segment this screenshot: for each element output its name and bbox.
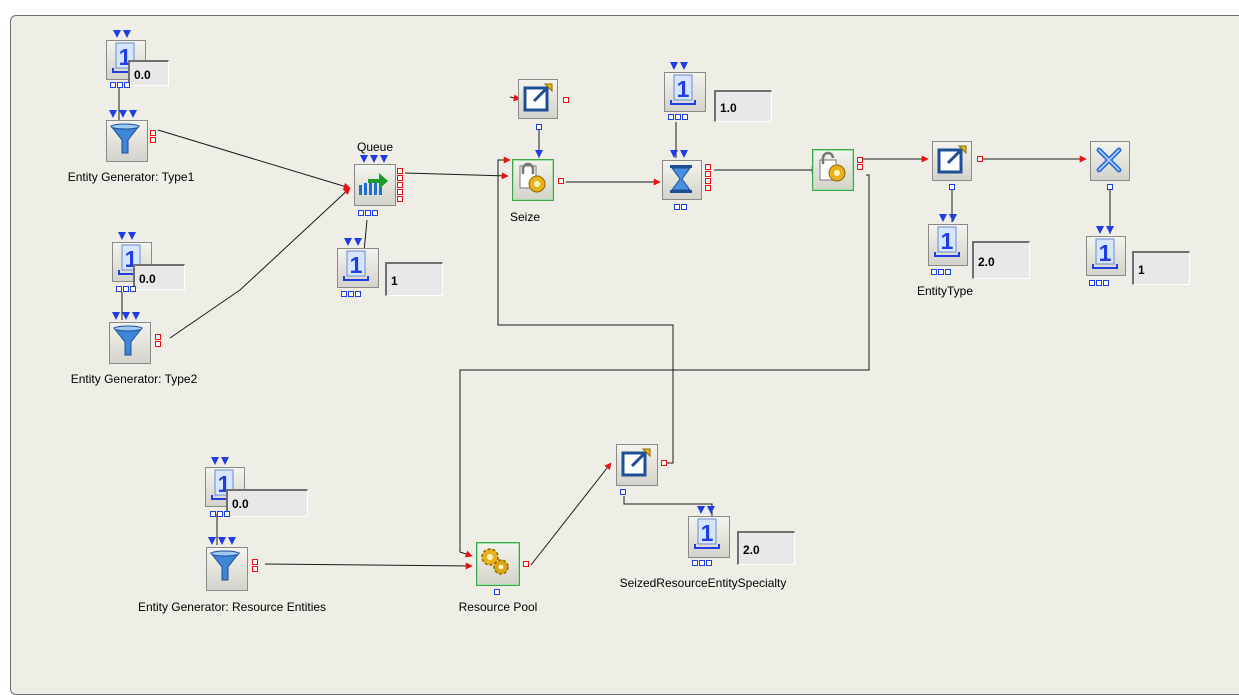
counter-block[interactable]: 1 xyxy=(664,72,706,112)
signal-output-ports xyxy=(358,210,378,216)
counter-display: 0.0 xyxy=(128,60,169,86)
seize-lock-icon xyxy=(519,162,546,193)
counter-icon: 1 xyxy=(1092,238,1118,269)
terminator-icon xyxy=(1096,147,1122,173)
signal-output-ports xyxy=(210,511,230,517)
block-label: Queue xyxy=(356,140,394,154)
counter-block[interactable]: 1 xyxy=(928,224,968,266)
counter-display: 1 xyxy=(1132,251,1190,285)
release-lock-icon xyxy=(819,151,846,182)
signal-output-ports xyxy=(116,286,136,292)
queue-block[interactable] xyxy=(354,164,396,206)
block-label: Resource Pool xyxy=(458,600,538,614)
set-attribute-icon xyxy=(523,83,553,112)
seize-block[interactable] xyxy=(512,159,554,201)
signal-output-ports xyxy=(341,291,361,297)
signal-output-port xyxy=(536,124,542,130)
server-block[interactable] xyxy=(662,160,702,200)
counter-icon: 1 xyxy=(694,518,720,549)
entity-generator-block[interactable] xyxy=(106,120,148,162)
signal-output-ports xyxy=(674,204,687,210)
signal-input-ports xyxy=(670,62,688,70)
signal-output-port xyxy=(949,184,955,190)
entity-output-port xyxy=(563,97,569,103)
counter-digit: 1 xyxy=(350,252,363,278)
signal-input-ports xyxy=(344,238,362,246)
set-attribute-icon xyxy=(937,145,967,174)
entity-output-ports xyxy=(155,334,161,347)
signal-input-ports xyxy=(670,150,688,158)
set-attribute-icon xyxy=(621,448,651,477)
resource-pool-block[interactable] xyxy=(476,542,520,586)
signal-input-ports xyxy=(113,30,131,38)
hourglass-icon xyxy=(670,165,692,193)
release-block[interactable] xyxy=(812,149,854,191)
counter-display: 2.0 xyxy=(972,241,1030,279)
signal-input-ports xyxy=(112,312,140,320)
funnel-icon xyxy=(112,325,144,356)
signal-output-ports xyxy=(668,114,688,120)
signal-output-port xyxy=(1107,184,1113,190)
entity-generator-block[interactable] xyxy=(109,322,151,364)
queue-icon xyxy=(359,173,388,195)
model-canvas[interactable] xyxy=(10,15,1239,695)
entity-output-ports xyxy=(705,164,711,191)
entity-output-port xyxy=(661,460,667,466)
entity-output-ports xyxy=(150,130,156,143)
block-label: Seize xyxy=(509,210,541,224)
signal-input-ports xyxy=(211,457,229,465)
signal-output-port xyxy=(494,589,500,595)
counter-digit: 1 xyxy=(701,520,714,546)
entity-output-ports xyxy=(857,157,863,170)
set-attribute-block[interactable] xyxy=(932,141,972,181)
block-label: SeizedResourceEntitySpecialty xyxy=(619,576,787,590)
counter-icon: 1 xyxy=(343,250,369,281)
signal-input-ports xyxy=(1096,226,1114,234)
block-label: EntityType xyxy=(916,284,974,298)
block-label: Entity Generator: Type1 xyxy=(67,170,195,184)
block-label: Entity Generator: Type2 xyxy=(70,372,198,386)
counter-block[interactable]: 1 xyxy=(688,516,730,558)
signal-input-ports xyxy=(535,150,543,158)
counter-icon: 1 xyxy=(934,226,960,257)
entity-output-port xyxy=(558,178,564,184)
signal-output-ports xyxy=(931,269,951,275)
signal-input-ports xyxy=(208,537,236,545)
entity-output-port xyxy=(523,561,529,567)
counter-display: 0.0 xyxy=(133,264,185,290)
set-attribute-block[interactable] xyxy=(518,79,558,119)
signal-output-ports xyxy=(110,82,130,88)
counter-block[interactable]: 1 xyxy=(1086,236,1126,276)
entity-output-ports xyxy=(252,559,258,572)
counter-display: 1.0 xyxy=(714,90,772,122)
signal-output-ports xyxy=(692,560,712,566)
counter-digit: 1 xyxy=(677,76,690,102)
block-label: Entity Generator: Resource Entities xyxy=(137,600,327,614)
counter-icon: 1 xyxy=(670,74,696,105)
signal-input-ports xyxy=(939,214,957,222)
entity-generator-block[interactable] xyxy=(206,547,248,591)
signal-input-ports xyxy=(109,110,137,118)
counter-display: 0.0 xyxy=(226,489,308,517)
counter-display: 2.0 xyxy=(737,531,795,565)
gears-icon xyxy=(481,548,509,575)
signal-output-port xyxy=(620,489,626,495)
counter-digit: 1 xyxy=(941,228,954,254)
signal-output-ports xyxy=(1089,280,1109,286)
signal-input-ports xyxy=(360,155,388,163)
signal-input-ports xyxy=(697,506,715,514)
entity-output-port xyxy=(977,156,983,162)
entity-sink-block[interactable] xyxy=(1090,141,1130,181)
funnel-icon xyxy=(109,123,141,154)
signal-input-ports xyxy=(118,232,136,240)
counter-digit: 1 xyxy=(1099,240,1112,266)
set-attribute-block[interactable] xyxy=(616,444,658,486)
funnel-icon xyxy=(209,550,241,581)
counter-display: 1 xyxy=(385,262,443,296)
entity-output-ports xyxy=(397,168,403,202)
counter-block[interactable]: 1 xyxy=(337,248,379,288)
counter-block[interactable]: 1 xyxy=(205,467,245,507)
